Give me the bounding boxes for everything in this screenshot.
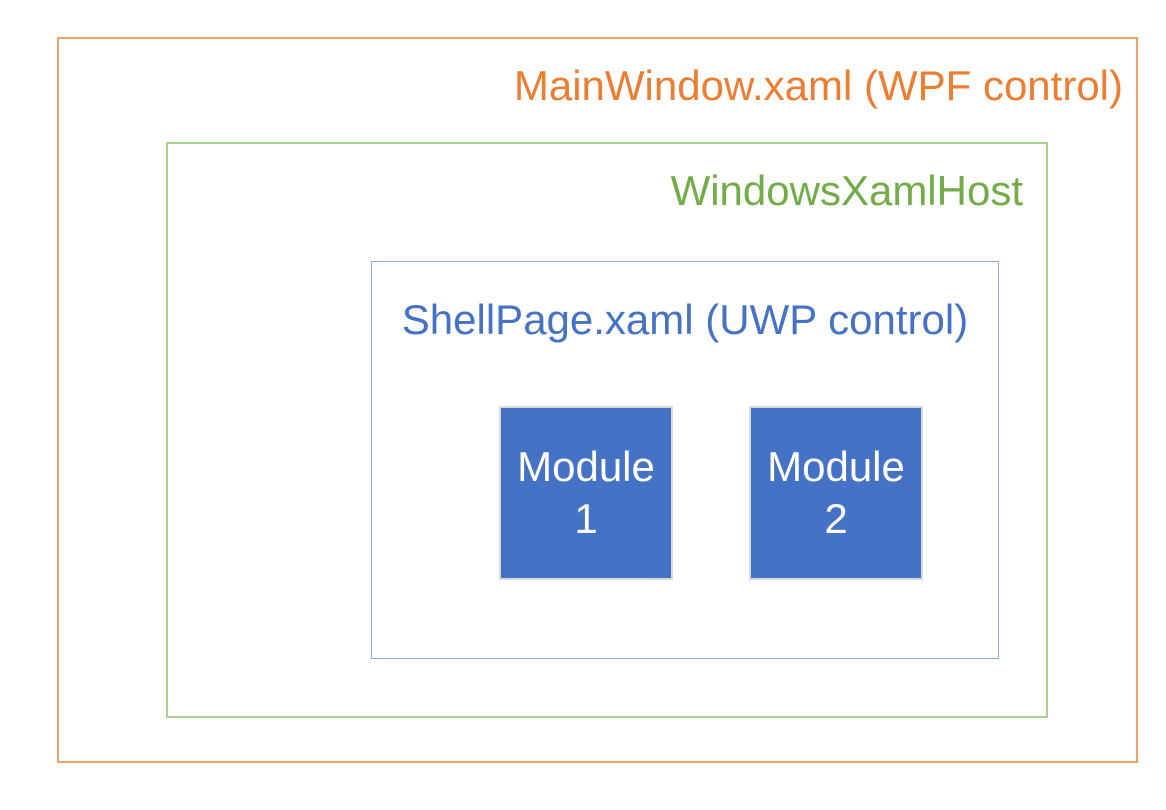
module-2-box: Module 2 xyxy=(749,406,923,580)
mainwindow-wpf-box: MainWindow.xaml (WPF control) WindowsXam… xyxy=(57,37,1138,763)
windows-xaml-host-label: WindowsXamlHost xyxy=(670,167,1023,214)
shellpage-uwp-label: ShellPage.xaml (UWP control) xyxy=(401,296,969,343)
module-2-label-line2: 2 xyxy=(824,495,848,542)
module-1-label-line1: Module xyxy=(517,442,655,490)
shellpage-uwp-box: ShellPage.xaml (UWP control) Module 1 Mo… xyxy=(371,261,999,659)
mainwindow-wpf-label: MainWindow.xaml (WPF control) xyxy=(513,62,1123,109)
module-1-box: Module 1 xyxy=(499,406,673,580)
module-1-label-line2: 1 xyxy=(574,495,598,542)
windows-xaml-host-box: WindowsXamlHost ShellPage.xaml (UWP cont… xyxy=(166,142,1048,718)
module-2-label-line1: Module xyxy=(767,442,905,490)
